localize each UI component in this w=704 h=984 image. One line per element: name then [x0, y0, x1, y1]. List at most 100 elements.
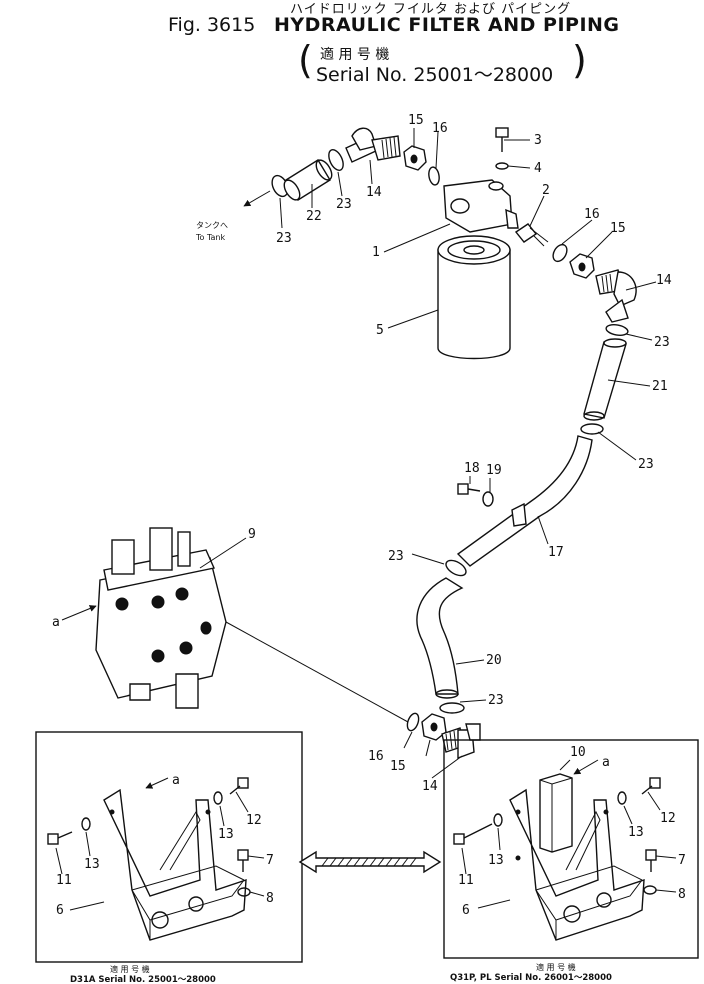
to-tank-label-en: To Tank — [195, 233, 226, 242]
view-a-arrow-left — [145, 777, 169, 789]
label-part-11-right: 11 — [458, 873, 474, 888]
view-a-label-main: a — [52, 615, 60, 630]
label-part-18: 18 — [464, 461, 480, 476]
hose-clamp-23-bottom — [439, 702, 465, 714]
nut-15-right — [569, 253, 595, 279]
to-tank-arrow — [243, 190, 271, 207]
hose-22 — [283, 159, 333, 201]
bolt-11-left — [47, 831, 73, 845]
label-part-23-d: 23 — [638, 457, 654, 472]
washer-13-left-a — [81, 817, 91, 831]
label-part-15-a: 15 — [408, 113, 424, 128]
label-part-1: 1 — [372, 245, 380, 260]
label-part-15-b: 15 — [610, 221, 626, 236]
title-japanese: ハイドロリック フイルタ および パイピング — [290, 2, 572, 17]
applicable-models-label: 適 用 号 機 — [320, 47, 390, 63]
to-tank-label-jp: タンクへ — [196, 221, 228, 230]
hose-clamp-23-lower — [445, 559, 467, 577]
label-part-16-c: 16 — [368, 749, 384, 764]
left-paren: ( — [298, 38, 313, 82]
label-part-22: 22 — [306, 209, 322, 224]
label-part-23-e: 23 — [388, 549, 404, 564]
label-part-13-left-a: 13 — [84, 857, 100, 872]
control-valve-9 — [95, 527, 227, 709]
elbow-14-top — [345, 127, 401, 163]
nut-15-top — [403, 145, 427, 171]
washer-13-right-a — [493, 813, 503, 827]
bolt-7-right — [645, 849, 657, 872]
view-a-label-right: a — [602, 755, 610, 770]
washer-13-left-b — [213, 791, 223, 805]
o-ring-16-top — [428, 166, 440, 186]
double-arrow-connector — [298, 850, 442, 874]
label-part-14-b: 14 — [656, 273, 672, 288]
elbow-14-right — [595, 269, 637, 323]
label-part-16-b: 16 — [584, 207, 600, 222]
label-part-9: 9 — [248, 527, 256, 542]
view-a-label-left: a — [172, 773, 180, 788]
hose-clamp-23-upper-right — [605, 324, 629, 336]
label-part-8-left: 8 — [266, 891, 274, 906]
bolt-11-right — [453, 823, 493, 845]
bolt-12-right — [641, 777, 661, 795]
view-a-arrow-main — [61, 605, 97, 621]
left-inset-applicable-label: 適 用 号 機 — [110, 964, 150, 974]
o-ring-16-right — [552, 243, 568, 263]
o-ring-16-bottom — [406, 712, 420, 732]
label-part-16-a: 16 — [432, 121, 448, 136]
bolt-3 — [495, 127, 509, 152]
hose-20 — [416, 577, 464, 699]
right-inset-applicable-label: 適 用 号 機 — [536, 962, 576, 972]
label-part-13-right-b: 13 — [628, 825, 644, 840]
label-part-19: 19 — [486, 463, 502, 478]
page-title: HYDRAULIC FILTER AND PIPING — [274, 14, 620, 36]
sensor-2 — [514, 223, 549, 247]
hose-clamp-23-mid-right — [580, 423, 604, 435]
label-part-15-c: 15 — [390, 759, 406, 774]
washer-13-right-b — [617, 791, 627, 805]
label-part-3: 3 — [534, 133, 542, 148]
hose-21 — [583, 338, 627, 421]
bolt-12-left — [229, 777, 249, 795]
label-part-7-left: 7 — [266, 853, 274, 868]
elbow-14-bottom — [441, 723, 481, 760]
label-part-21: 21 — [652, 379, 668, 394]
label-part-17: 17 — [548, 545, 564, 560]
label-part-12-right: 12 — [660, 811, 676, 826]
washer-19 — [482, 491, 494, 507]
right-inset-caption: Q31P, PL Serial No. 26001～28000 — [450, 973, 612, 983]
washer-8-right — [643, 885, 657, 895]
label-part-13-left-b: 13 — [218, 827, 234, 842]
left-inset-caption: D31A Serial No. 25001～28000 — [70, 975, 216, 984]
label-part-7-right: 7 — [678, 853, 686, 868]
label-part-4: 4 — [534, 161, 542, 176]
label-part-23-a: 23 — [276, 231, 292, 246]
figure-number: Fig. 3615 — [168, 14, 256, 36]
label-part-6-right: 6 — [462, 903, 470, 918]
label-part-2: 2 — [542, 183, 550, 198]
bracket-6-right — [509, 788, 645, 941]
label-part-10: 10 — [570, 745, 586, 760]
bolt-18 — [457, 483, 481, 495]
view-a-arrow-right — [573, 759, 599, 775]
spacer-10 — [539, 773, 573, 853]
label-part-5: 5 — [376, 323, 384, 338]
label-part-12-left: 12 — [246, 813, 262, 828]
label-part-14-c: 14 — [422, 779, 438, 794]
label-part-11-left: 11 — [56, 873, 72, 888]
label-part-8-right: 8 — [678, 887, 686, 902]
bracket-6-left — [103, 788, 247, 941]
hose-clamp-23-top — [328, 149, 344, 171]
bolt-7-left — [237, 849, 249, 872]
label-part-23-b: 23 — [336, 197, 352, 212]
label-part-23-f: 23 — [488, 693, 504, 708]
left-inset-frame — [35, 731, 303, 963]
label-part-20: 20 — [486, 653, 502, 668]
label-part-14-a: 14 — [366, 185, 382, 200]
label-part-23-c: 23 — [654, 335, 670, 350]
valve-to-elbow-line — [225, 621, 409, 723]
pipe-17 — [456, 435, 593, 567]
label-part-13-right-a: 13 — [488, 853, 504, 868]
filter-element-5 — [437, 235, 511, 360]
